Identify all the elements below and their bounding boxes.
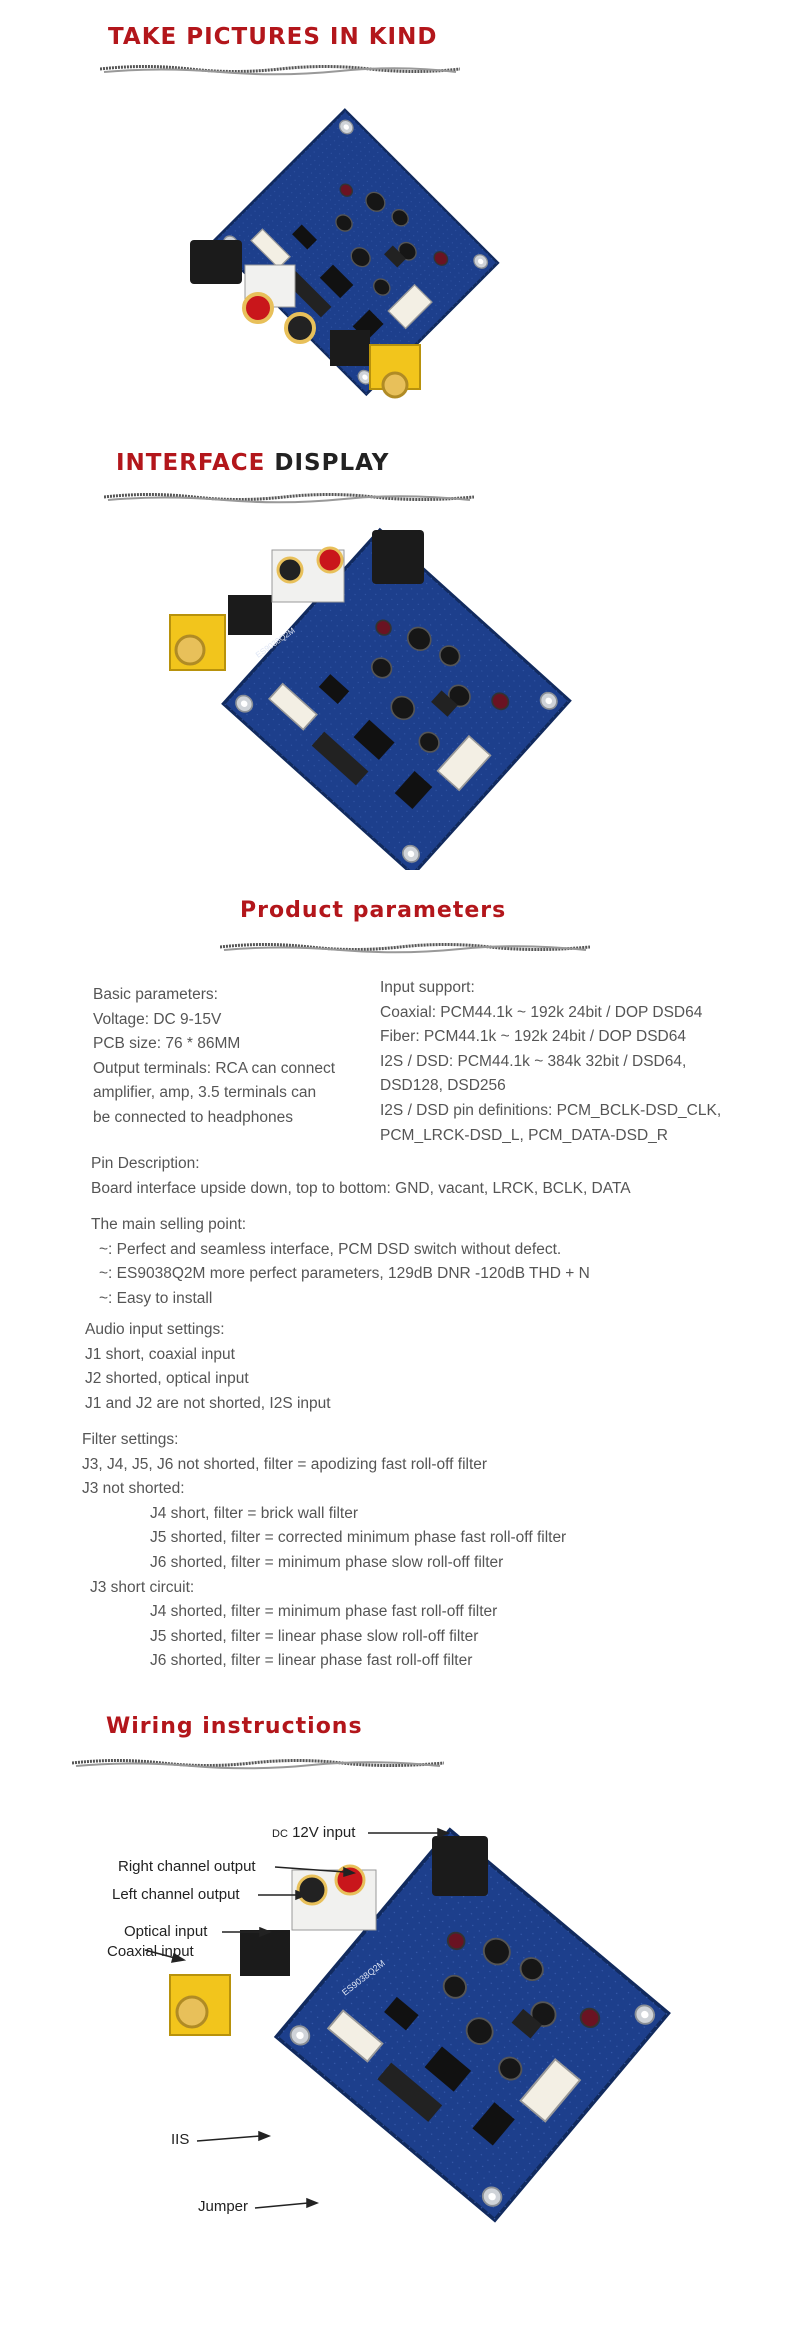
selling-line: ~: Easy to install	[99, 1289, 213, 1307]
selling-line: ~: Perfect and seamless interface, PCM D…	[99, 1240, 562, 1258]
audio-line: J1 short, coaxial input	[85, 1345, 235, 1363]
section-title-dark-part: DISPLAY	[274, 450, 390, 476]
callout-jumper: Jumper	[198, 2198, 249, 2215]
basic-line: be connected to headphones	[93, 1108, 293, 1126]
input-line: DSD128, DSD256	[380, 1077, 506, 1095]
input-support: Input support: Coaxial: PCM44.1k ~ 192k …	[380, 976, 721, 1148]
section-title-pictures: TAKE PICTURES IN KIND	[108, 24, 437, 50]
basic-heading: Basic parameters:	[93, 986, 218, 1003]
section-title-text: Wiring instructions	[106, 1714, 363, 1739]
input-line: Fiber: PCM44.1k ~ 192k 24bit / DOP DSD64	[380, 1028, 686, 1046]
audio-heading: Audio input settings:	[85, 1321, 225, 1338]
pin-description: Pin Description: Board interface upside …	[91, 1152, 631, 1201]
pointer-iis	[196, 2135, 261, 2142]
filter-line: J5 shorted, filter = corrected minimum p…	[150, 1529, 567, 1547]
dc-jack	[190, 240, 242, 284]
basic-line: amplifier, amp, 3.5 terminals can	[93, 1084, 317, 1102]
audio-line: J1 and J2 are not shorted, I2S input	[85, 1394, 331, 1412]
input-line: PCM_LRCK-DSD_L, PCM_DATA-DSD_R	[380, 1126, 668, 1144]
basic-line: PCB size: 76 * 86MM	[93, 1035, 241, 1053]
callout-dc-prefix: DC	[272, 1828, 288, 1840]
dc-jack	[432, 1836, 488, 1896]
callout-iis: IIS	[171, 2131, 190, 2148]
audio-input-settings: Audio input settings: J1 short, coaxial …	[85, 1318, 331, 1416]
title-underline	[100, 62, 460, 76]
selling-heading: The main selling point:	[91, 1216, 247, 1233]
pin-heading: Pin Description:	[91, 1155, 200, 1172]
filter-settings: Filter settings: J3, J4, J5, J6 not shor…	[82, 1428, 566, 1674]
filter-line: J4 short, filter = brick wall filter	[150, 1504, 359, 1522]
section-title-wiring: Wiring instructions	[106, 1714, 363, 1739]
section-title-red-part: INTERFACE	[116, 450, 266, 476]
basic-line: Voltage: DC 9-15V	[93, 1010, 222, 1028]
pointer-coaxial	[144, 1949, 176, 1959]
optical-jack	[228, 595, 272, 635]
input-line: Coaxial: PCM44.1k ~ 192k 24bit / DOP DSD…	[380, 1003, 703, 1021]
callout-optical: Optical input	[124, 1923, 208, 1940]
board-photo-1	[190, 108, 500, 399]
filter-j3-not-heading: J3 not shorted:	[82, 1480, 185, 1498]
dc-jack	[372, 530, 424, 584]
section-title-params: Product parameters	[240, 898, 506, 923]
pointer-right	[274, 1866, 346, 1873]
filter-heading: Filter settings:	[82, 1431, 179, 1448]
rca-black-jack	[284, 312, 316, 344]
callout-left-channel: Left channel output	[112, 1886, 240, 1903]
pointer-jumper	[254, 2202, 309, 2209]
callout-dc-text: 12V input	[292, 1824, 356, 1841]
section-title-text: TAKE PICTURES IN KIND	[108, 24, 438, 50]
title-underline	[220, 940, 590, 954]
input-heading: Input support:	[380, 979, 475, 996]
filter-line: J4 shorted, filter = minimum phase fast …	[150, 1603, 498, 1621]
filter-line: J5 shorted, filter = linear phase slow r…	[150, 1627, 479, 1645]
filter-line: J6 shorted, filter = linear phase fast r…	[150, 1652, 473, 1670]
basic-parameters: Basic parameters: Voltage: DC 9-15V PCB …	[93, 983, 335, 1131]
filter-j3-short-heading: J3 short circuit:	[90, 1578, 195, 1596]
filter-line: J3, J4, J5, J6 not shorted, filter = apo…	[82, 1455, 488, 1473]
rca-red-jack	[242, 292, 274, 324]
callout-right-channel: Right channel output	[118, 1858, 256, 1875]
section-title-interface: INTERFACE DISPLAY	[116, 450, 389, 476]
optical-jack	[330, 330, 370, 366]
input-line: I2S / DSD: PCM44.1k ~ 384k 32bit / DSD64…	[380, 1052, 687, 1070]
audio-line: J2 shorted, optical input	[85, 1370, 249, 1388]
callout-dc-input: DC 12V input	[272, 1824, 355, 1841]
board-photo-2: ES9038Q2M	[169, 528, 572, 870]
filter-line: J6 shorted, filter = minimum phase slow …	[150, 1553, 504, 1571]
callout-coaxial: Coaxial input	[107, 1943, 194, 1960]
title-underline	[72, 1756, 444, 1770]
title-underline	[104, 490, 474, 504]
input-line: I2S / DSD pin definitions: PCM_BCLK-DSD_…	[380, 1101, 722, 1119]
selling-line: ~: ES9038Q2M more perfect parameters, 12…	[99, 1265, 590, 1283]
basic-line: Output terminals: RCA can connect	[93, 1059, 336, 1077]
section-title-text: Product parameters	[240, 898, 507, 923]
selling-points: The main selling point: ~: Perfect and s…	[91, 1213, 590, 1311]
board-photo-wiring: ES9038Q2M	[144, 1827, 671, 2222]
pin-line: Board interface upside down, top to bott…	[91, 1179, 631, 1197]
optical-jack	[240, 1930, 290, 1976]
